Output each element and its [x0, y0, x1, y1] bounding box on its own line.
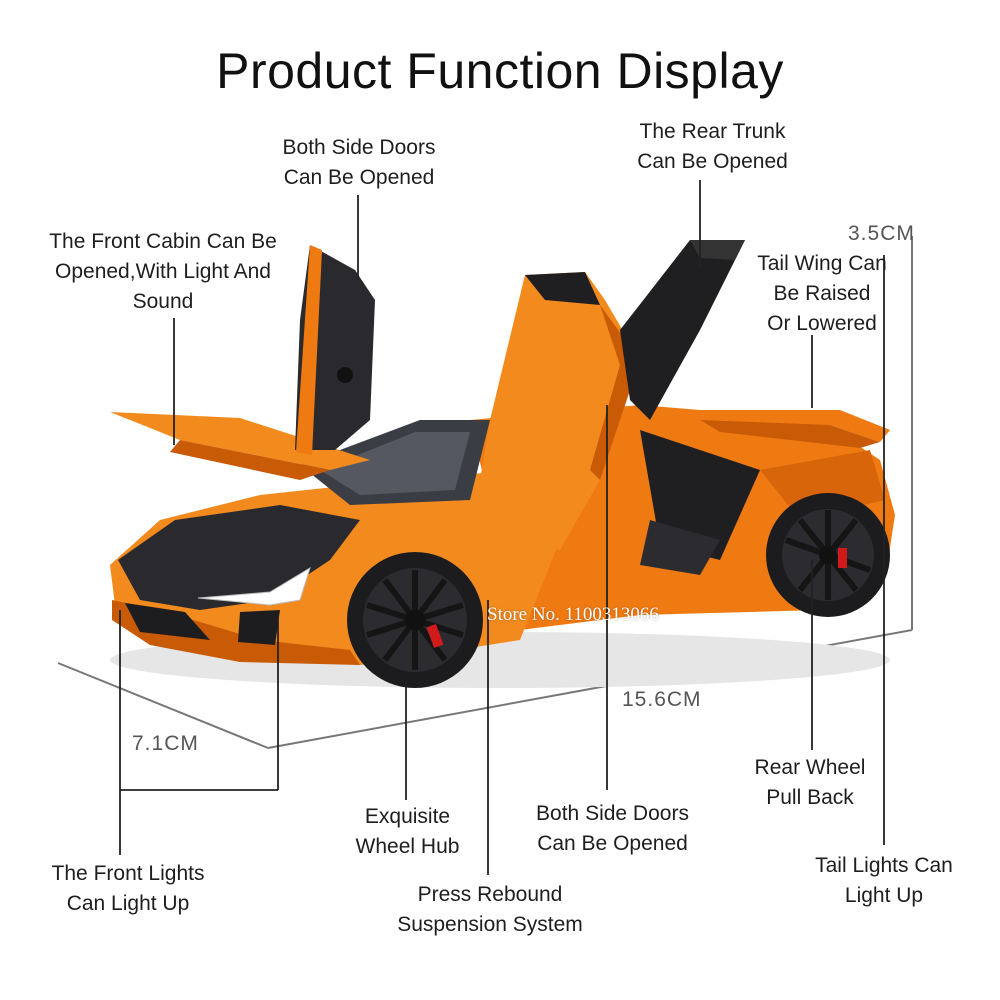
- callout-line: Both Side Doors: [282, 136, 436, 159]
- callout-tail-lights: Tail Lights Can Light Up: [800, 851, 968, 911]
- callout-line: The Front Lights: [51, 862, 205, 885]
- callout-line: Can Be Opened: [637, 150, 788, 173]
- callout-line: Light Up: [844, 884, 924, 907]
- front-wheel: [347, 552, 483, 688]
- callout-tail-wing: Tail Wing Can Be Raised Or Lowered: [742, 249, 902, 339]
- callout-line: Or Lowered: [767, 312, 877, 335]
- callout-line: Opened,With Light And: [55, 260, 271, 283]
- callout-line: Pull Back: [766, 786, 854, 809]
- callout-line: Exquisite: [364, 805, 451, 828]
- callout-line: The Front Cabin Can Be: [49, 230, 277, 253]
- callout-line: Rear Wheel: [754, 756, 866, 779]
- callout-wheel-hub: Exquisite Wheel Hub: [345, 802, 470, 862]
- callout-line: Both Side Doors: [536, 802, 689, 825]
- callout-line: Tail Wing Can: [757, 252, 887, 275]
- leader-lines: [119, 180, 885, 875]
- rear-far-door: [620, 240, 745, 420]
- callout-line: Press Rebound: [417, 883, 563, 906]
- callout-front-lights: The Front Lights Can Light Up: [38, 859, 218, 919]
- car-body: [110, 405, 895, 665]
- callout-rear-wheel: Rear Wheel Pull Back: [740, 753, 880, 813]
- callout-line: Suspension System: [397, 913, 583, 936]
- page-title: Product Function Display: [216, 43, 784, 99]
- left-scissor-door: [295, 245, 375, 455]
- callout-line: Can Be Opened: [537, 832, 688, 855]
- callout-line: Can Be Opened: [283, 166, 435, 189]
- callout-line: Wheel Hub: [355, 835, 460, 858]
- store-watermark: Store No. 1100313066: [487, 604, 659, 625]
- callout-line: Tail Lights Can: [815, 854, 953, 877]
- callout-rear-trunk: The Rear Trunk Can Be Opened: [620, 117, 805, 177]
- callout-line: Be Raised: [773, 282, 871, 305]
- rear-wheel: [766, 493, 890, 617]
- callout-side-doors-bottom: Both Side Doors Can Be Opened: [520, 799, 705, 859]
- callout-suspension: Press Rebound Suspension System: [385, 880, 595, 940]
- height-dimension-label: 3.5CM: [848, 222, 915, 245]
- callout-line: Sound: [132, 290, 194, 313]
- opened-front-hood: [110, 412, 370, 480]
- callout-front-cabin: The Front Cabin Can Be Opened,With Light…: [38, 227, 288, 317]
- tail-wing: [690, 410, 890, 448]
- width-dimension-label: 7.1CM: [132, 732, 199, 755]
- callout-line: The Rear Trunk: [639, 120, 786, 143]
- length-dimension-label: 15.6CM: [622, 688, 702, 711]
- callout-line: Can Light Up: [66, 892, 190, 915]
- callout-side-doors-top: Both Side Doors Can Be Opened: [264, 133, 454, 193]
